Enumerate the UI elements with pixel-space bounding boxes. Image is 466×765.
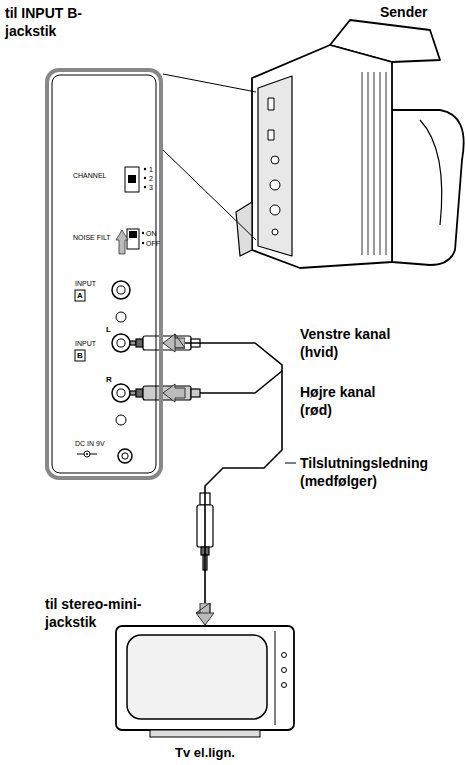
tv-part: [150, 730, 260, 737]
transmitter: [272, 229, 278, 235]
panel-part: [144, 168, 146, 170]
right-wire: [200, 371, 282, 393]
panel-part: [125, 167, 139, 192]
panel-marking: OFF: [146, 240, 160, 247]
tv-part: [282, 683, 287, 688]
tv-part: [275, 631, 276, 725]
inset-lines: [163, 150, 256, 240]
panel-part: [129, 231, 137, 238]
panel-part: [116, 312, 126, 322]
panel-part: [116, 415, 126, 425]
fin-line: [362, 72, 363, 255]
panel-marking: DC IN 9V: [75, 440, 105, 447]
panel-part: [75, 350, 85, 361]
tv-part: [127, 635, 267, 719]
tv-part: [282, 653, 287, 658]
transmitter: [420, 120, 442, 225]
transmitter: [392, 110, 464, 265]
panel-part: [86, 453, 88, 455]
fin-line: [380, 72, 381, 255]
panel-part: [90, 454, 97, 455]
transmitter: [270, 180, 280, 190]
panel-part: [117, 389, 125, 397]
leader-line: [285, 463, 296, 464]
panel-part: [116, 230, 128, 254]
device-name: Tv el.lign.: [115, 745, 295, 760]
stereo-plugs: [136, 339, 143, 347]
panel-part: [142, 232, 144, 234]
panel-part: [112, 334, 130, 352]
panel-part: [118, 449, 132, 463]
panel-part: [84, 451, 90, 457]
callout-label: Venstre kanal (hvid): [300, 326, 420, 361]
panel-marking: B: [77, 352, 83, 360]
panel-marking: R: [106, 376, 112, 384]
panel-part: [112, 281, 130, 299]
panel-part: [75, 290, 85, 301]
tv-part: [282, 668, 287, 673]
panel-marking: 3: [149, 184, 153, 191]
inset-lines: [163, 74, 256, 240]
panel-marking: L: [106, 326, 111, 334]
panel-marking: ON: [146, 230, 157, 237]
transmitter: [362, 72, 386, 255]
panel-outline: [45, 68, 163, 480]
inset-lines: [163, 74, 256, 92]
panel-part: [144, 177, 146, 179]
callout-label: Tilslutningsledning (medfølger): [300, 455, 455, 490]
panel-marking: NOISE FILT: [73, 234, 111, 241]
input-panel: CHANNEL 1 2 3NOISE FILT ON OFF INPUT A L INPUT B R D…: [45, 68, 163, 480]
panel-part: [122, 453, 128, 459]
panel-marking: CHANNEL: [73, 172, 106, 179]
panel-part: [117, 339, 125, 347]
panel-marking: INPUT: [75, 340, 96, 347]
panel-part: [47, 70, 161, 478]
panel-part: [142, 242, 144, 244]
stereo-plugs: [136, 389, 143, 397]
panel-marking: A: [77, 292, 83, 300]
callout-label: Højre kanal (rød): [300, 384, 410, 419]
tv-part: [116, 626, 294, 730]
transmitter: [268, 130, 274, 140]
callout-label: til stereo-mini- jackstik: [45, 596, 173, 631]
fin-line: [368, 72, 369, 255]
panel-marking: 1: [149, 166, 153, 173]
fin-line: [374, 72, 375, 255]
panel-part: [52, 75, 156, 473]
stereo-plugs: [191, 389, 200, 397]
panel-marking: INPUT: [75, 280, 96, 287]
transmitter: [271, 156, 279, 164]
insert-arrow: [163, 384, 185, 402]
callout-label: Sender: [380, 4, 460, 22]
transmitter: [252, 45, 392, 268]
transmitter: [270, 205, 280, 215]
tv-set: Tv el.lign.: [115, 625, 295, 760]
tv-drawing: [115, 625, 295, 739]
callout-label: til INPUT B- jackstik: [5, 5, 109, 40]
panel-marking: 2: [149, 175, 153, 182]
transmitter: [268, 98, 274, 110]
panel-part: [128, 175, 136, 183]
connection-cable: [163, 343, 282, 625]
panel-part: [77, 454, 84, 455]
transmitter: [236, 20, 464, 268]
panel-part: [117, 286, 125, 294]
panel-part: [112, 384, 130, 402]
panel-part: [127, 229, 139, 249]
transmitter: [258, 76, 292, 256]
fin-line: [386, 72, 387, 255]
panel-part: [144, 186, 146, 188]
